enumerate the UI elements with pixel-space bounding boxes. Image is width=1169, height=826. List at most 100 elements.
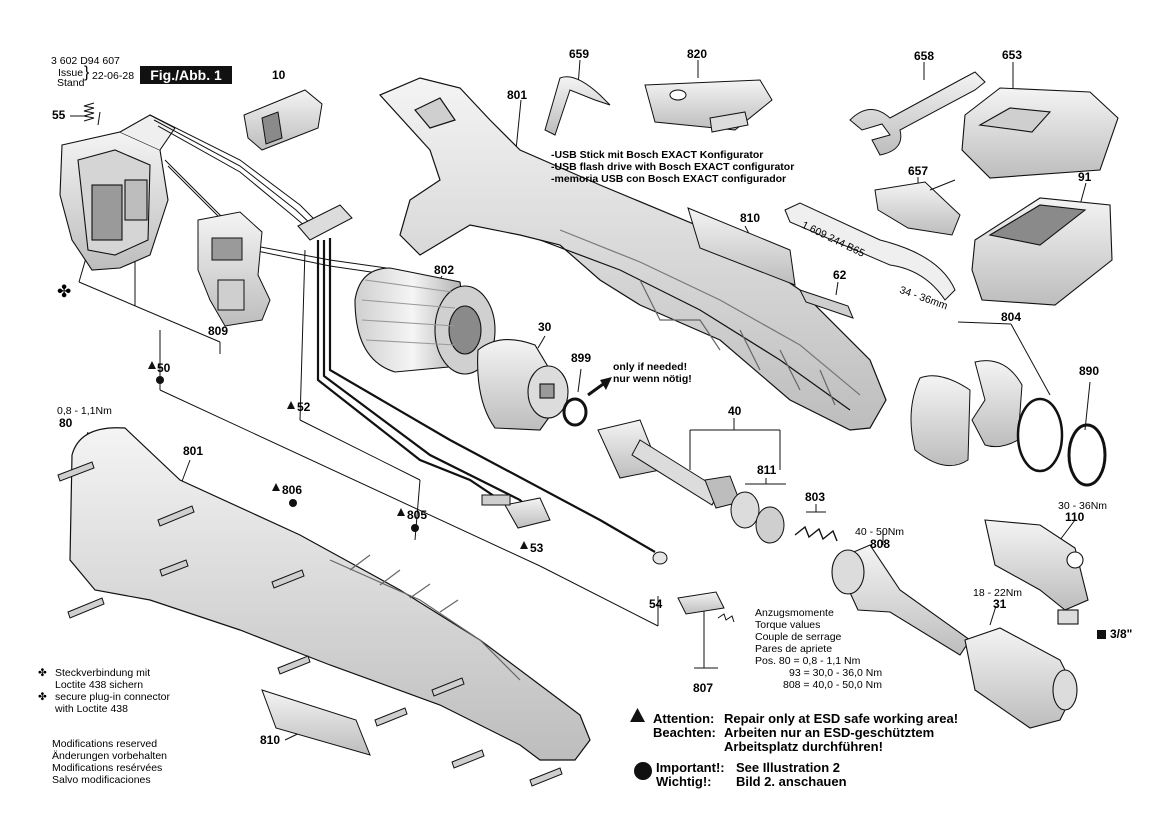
legend-en-1: secure plug-in connector xyxy=(55,691,170,703)
part-899: 899 xyxy=(571,351,592,365)
modifications-en: Modifications reserved xyxy=(52,738,158,750)
modifications-fr: Modifications resérvées xyxy=(52,762,163,774)
attention-label: Attention: xyxy=(653,711,715,726)
part-890: 890 xyxy=(1079,364,1100,378)
figure-label: Fig./Abb. 1 xyxy=(140,66,232,84)
part-40: 40 xyxy=(728,404,742,418)
screws-80 xyxy=(57,461,563,787)
part-807 xyxy=(677,591,735,623)
modifications-de: Änderungen vorbehalten xyxy=(52,750,168,762)
part-658: 658 xyxy=(914,49,935,63)
attention-text: Repair only at ESD safe working area! xyxy=(724,711,959,726)
part-659: 659 xyxy=(569,47,590,61)
part-91: 91 xyxy=(1078,170,1092,184)
attention-triangle xyxy=(630,708,645,722)
part-110: 110 xyxy=(1065,510,1085,524)
part-80: 80 xyxy=(59,416,73,430)
electronics-module xyxy=(59,114,176,271)
stand-label: Stand xyxy=(57,77,85,89)
parts-811 xyxy=(730,491,785,544)
ring-890b xyxy=(1067,423,1107,487)
part-54: 54 xyxy=(649,597,663,611)
gearbox-30 xyxy=(477,339,569,431)
beachten-text-1: Arbeiten nur an ESD-geschütztem xyxy=(724,725,935,740)
triangle-markers xyxy=(148,361,528,549)
part-811: 811 xyxy=(757,463,777,477)
dot-markers xyxy=(156,376,419,532)
battery-91 xyxy=(971,197,1113,306)
wichtig-label: Wichtig!: xyxy=(656,774,712,789)
part-802: 802 xyxy=(434,263,455,277)
part-810-top: 810 xyxy=(740,211,761,225)
legend-de-2: Loctite 438 sichern xyxy=(55,679,144,691)
shells-804 xyxy=(910,360,1023,467)
angle-head-110 xyxy=(984,519,1089,625)
torque-table-title-es: Pares de apriete xyxy=(755,643,833,655)
issue-label: Issue xyxy=(58,67,84,79)
legend-symbol-2: ✤ xyxy=(38,691,47,703)
part-801-top: 801 xyxy=(507,88,528,102)
part-805: 805 xyxy=(407,508,428,522)
spring-803 xyxy=(794,525,838,542)
part-30: 30 xyxy=(538,320,552,334)
part-657: 657 xyxy=(908,164,929,178)
torque-table-title-de: Anzugsmomente xyxy=(755,607,834,619)
board-52 xyxy=(297,204,656,553)
film-810-bottom xyxy=(261,689,371,756)
only-if-needed-de: nur wenn nötig! xyxy=(613,373,692,385)
usb-note-es: -memoria USB con Bosch EXACT configurado… xyxy=(551,173,787,185)
part-804: 804 xyxy=(1001,310,1022,324)
part-3-8: 3/8" xyxy=(1110,627,1133,641)
legend-symbol-1: ✤ xyxy=(38,667,47,679)
legend-en-2: with Loctite 438 xyxy=(55,703,128,715)
ring-899 xyxy=(562,397,588,427)
torque-row-808: 808 = 40,0 - 50,0 Nm xyxy=(783,679,882,691)
label-62 xyxy=(799,289,854,319)
part-52: 52 xyxy=(297,400,311,414)
ring-890a xyxy=(1016,397,1064,473)
issue-brace: } xyxy=(84,64,90,81)
usb-note-en: -USB flash drive with Bosch EXACT config… xyxy=(551,161,795,173)
torque-31: 18 - 22Nm xyxy=(973,587,1023,599)
film-810-top xyxy=(687,207,796,286)
cover-10 xyxy=(243,89,323,151)
square-marker xyxy=(1097,630,1106,639)
hook-wrench xyxy=(784,202,956,301)
connector-53 xyxy=(481,494,551,529)
motor-802 xyxy=(354,267,496,375)
housing-801-bottom xyxy=(69,427,591,761)
hint-arrow xyxy=(587,377,612,397)
part-803: 803 xyxy=(805,490,826,504)
charger-653 xyxy=(961,87,1119,179)
wichtig-text: Bild 2. anschauen xyxy=(736,774,847,789)
torque-table-title-fr: Couple de serrage xyxy=(755,631,842,643)
part-807: 807 xyxy=(693,681,714,695)
housing-801-top xyxy=(378,77,887,431)
part-820: 820 xyxy=(687,47,708,61)
spring-55 xyxy=(83,102,95,122)
clip-659 xyxy=(544,76,611,136)
part-62: 62 xyxy=(833,268,847,282)
legend-de-1: Steckverbindung mit xyxy=(55,667,151,679)
modifications-es: Salvo modificaciones xyxy=(52,774,151,786)
part-801-bottom: 801 xyxy=(183,444,204,458)
usb-note-de: -USB Stick mit Bosch EXACT Konfigurator xyxy=(551,149,764,161)
part-10: 10 xyxy=(272,68,286,82)
head-31 xyxy=(964,627,1078,729)
bolt-808 xyxy=(831,544,971,656)
usb-stick-820 xyxy=(644,79,773,133)
torx-657 xyxy=(874,179,961,236)
only-if-needed-en: only if needed! xyxy=(613,361,688,373)
important-label: Important!: xyxy=(656,760,725,775)
part-653: 653 xyxy=(1002,48,1023,62)
part-806: 806 xyxy=(282,483,303,497)
wrench-658 xyxy=(849,71,986,156)
torque-110: 30 - 36Nm xyxy=(1058,500,1108,512)
part-809: 809 xyxy=(208,324,229,338)
part-53: 53 xyxy=(530,541,544,555)
torque-row-93: 93 = 30,0 - 36,0 Nm xyxy=(789,667,883,679)
doc-number: 3 602 D94 607 xyxy=(51,55,120,67)
switch-809 xyxy=(197,211,271,327)
